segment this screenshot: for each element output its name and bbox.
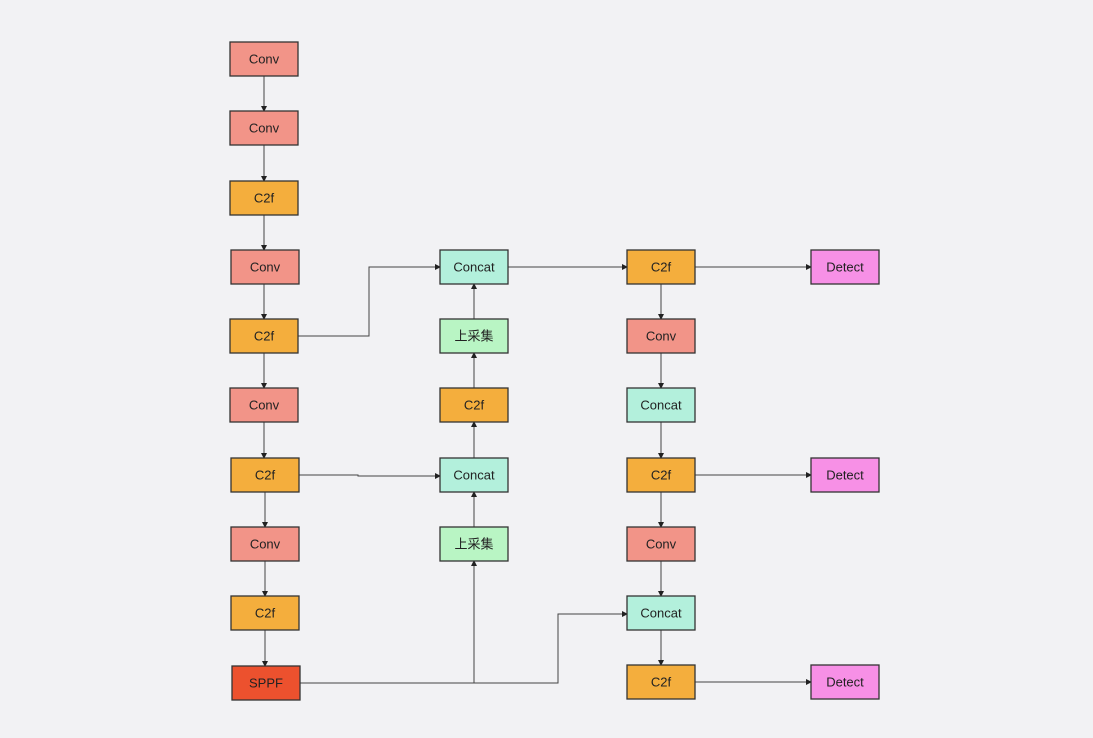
svg-text:Detect: Detect xyxy=(826,260,864,275)
svg-text:C2f: C2f xyxy=(651,260,672,275)
node-c2f[interactable]: C2f xyxy=(229,180,299,216)
neck: Concat 上采集 C2f Concat 上采集 xyxy=(439,249,509,562)
edge xyxy=(299,473,441,479)
node-c2f[interactable]: C2f xyxy=(230,457,300,493)
head: C2f Conv Concat C2f Conv Concat C2f Dete… xyxy=(626,249,880,700)
node-c2f[interactable]: C2f xyxy=(229,318,299,354)
node-c2f[interactable]: C2f xyxy=(626,249,696,285)
svg-text:SPPF: SPPF xyxy=(249,676,283,691)
svg-text:上采集: 上采集 xyxy=(454,329,493,344)
edges xyxy=(261,76,812,685)
node-concat[interactable]: Concat xyxy=(626,387,696,423)
node-conv[interactable]: Conv xyxy=(626,318,696,354)
svg-text:Concat: Concat xyxy=(453,260,495,275)
svg-text:Detect: Detect xyxy=(826,675,864,690)
svg-text:C2f: C2f xyxy=(254,329,275,344)
svg-text:上采集: 上采集 xyxy=(454,537,493,552)
node-conv[interactable]: Conv xyxy=(229,387,299,423)
svg-text:C2f: C2f xyxy=(255,468,276,483)
node-c2f[interactable]: C2f xyxy=(626,457,696,493)
node-conv[interactable]: Conv xyxy=(229,110,299,146)
svg-text:Concat: Concat xyxy=(640,606,682,621)
node-conv[interactable]: Conv xyxy=(230,249,300,285)
node-c2f[interactable]: C2f xyxy=(626,664,696,700)
svg-text:C2f: C2f xyxy=(254,191,275,206)
node-c2f[interactable]: C2f xyxy=(439,387,509,423)
node-c2f[interactable]: C2f xyxy=(230,595,300,631)
node-detect[interactable]: Detect xyxy=(810,664,880,700)
svg-text:Conv: Conv xyxy=(249,121,280,136)
svg-text:C2f: C2f xyxy=(651,468,672,483)
edge xyxy=(300,560,477,684)
node-upsample[interactable]: 上采集 xyxy=(439,526,509,562)
svg-text:Concat: Concat xyxy=(453,468,495,483)
node-conv[interactable]: Conv xyxy=(626,526,696,562)
edge xyxy=(298,264,441,337)
edge xyxy=(474,611,628,684)
svg-text:C2f: C2f xyxy=(255,606,276,621)
svg-text:Conv: Conv xyxy=(249,52,280,67)
svg-text:C2f: C2f xyxy=(651,675,672,690)
node-sppf[interactable]: SPPF xyxy=(231,665,301,701)
svg-text:Conv: Conv xyxy=(250,260,281,275)
node-concat[interactable]: Concat xyxy=(439,457,509,493)
node-upsample[interactable]: 上采集 xyxy=(439,318,509,354)
svg-text:Conv: Conv xyxy=(250,537,281,552)
svg-text:Conv: Conv xyxy=(249,398,280,413)
node-conv[interactable]: Conv xyxy=(230,526,300,562)
node-detect[interactable]: Detect xyxy=(810,457,880,493)
node-conv[interactable]: Conv xyxy=(229,41,299,77)
svg-text:Concat: Concat xyxy=(640,398,682,413)
svg-text:Conv: Conv xyxy=(646,537,677,552)
node-concat[interactable]: Concat xyxy=(439,249,509,285)
svg-text:Detect: Detect xyxy=(826,468,864,483)
svg-text:Conv: Conv xyxy=(646,329,677,344)
backbone: Conv Conv C2f Conv C2f Conv C2f Conv C2f… xyxy=(229,41,301,701)
svg-text:C2f: C2f xyxy=(464,398,485,413)
node-detect[interactable]: Detect xyxy=(810,249,880,285)
node-concat[interactable]: Concat xyxy=(626,595,696,631)
